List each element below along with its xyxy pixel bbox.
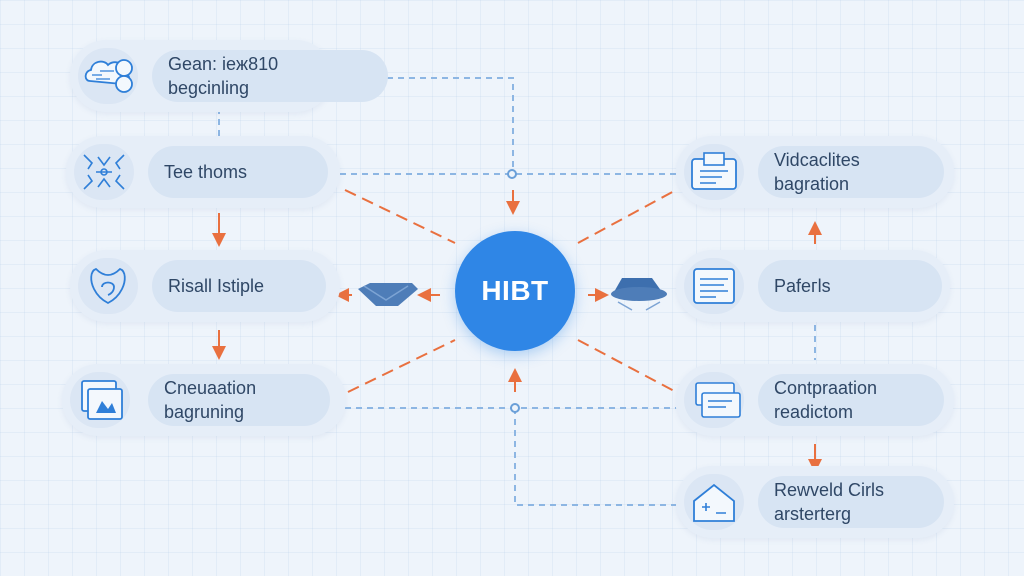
text-document-icon <box>684 258 744 314</box>
hub-label: HIBT <box>481 275 549 306</box>
right-node-2-line1: Pаfeгls <box>774 276 831 296</box>
left-node-1-line1: Gean: ieж810 <box>168 54 279 74</box>
right-node-3-line2: readictom <box>774 402 854 422</box>
diagonal-top-right <box>577 189 677 244</box>
hub-node[interactable]: HIBT <box>455 231 575 351</box>
right-node-3-label: Contpraation readictom <box>758 374 944 426</box>
left-node-2-label: Tee thoms <box>148 146 328 198</box>
right-node-3[interactable]: Contpraation readictom <box>676 364 954 436</box>
diagonal-bottom-left <box>347 339 456 393</box>
diagonal-bottom-right <box>577 339 677 393</box>
stacked-cards-icon <box>684 372 744 428</box>
shield-outline-icon <box>78 258 138 314</box>
left-node-4-label: Cneuaation bagruning <box>148 374 330 426</box>
right-node-1-line1: Vidcaclites <box>774 150 860 170</box>
connector-bottom-loop <box>514 408 676 506</box>
right-node-4-label: Rewveld Cirls arsterterg <box>758 476 944 528</box>
left-gem-icon <box>358 283 418 306</box>
right-node-4-line2: arsterterg <box>774 504 852 524</box>
left-node-3-label: Risall Istiple <box>152 260 326 312</box>
right-node-4-line1: Rewveld Cirls <box>774 480 885 500</box>
left-node-2[interactable]: Tee thoms <box>66 136 340 208</box>
diagonal-top-left <box>344 189 456 244</box>
right-node-2-label: Pаfeгls <box>758 260 942 312</box>
circuit-pattern-icon <box>74 144 134 200</box>
left-node-4-line1: Cneuaation <box>164 378 257 398</box>
right-hat-icon <box>611 278 667 311</box>
right-node-1-label: Vidcaclites bagration <box>758 146 944 198</box>
layered-document-icon <box>70 372 130 428</box>
junction-dot-bottom <box>510 403 520 413</box>
left-node-1[interactable]: Gean: ieж810 begcinling <box>70 40 388 112</box>
left-node-4[interactable]: Cneuaation bagruning <box>62 364 346 436</box>
left-node-4-line2: bagruning <box>164 402 245 422</box>
house-outline-icon <box>684 474 744 530</box>
right-node-3-line1: Contpraation <box>774 378 878 398</box>
left-node-1-line2: begcinling <box>168 78 250 98</box>
right-node-2[interactable]: Pаfeгls <box>676 250 950 322</box>
right-node-1-line2: bagration <box>774 174 850 194</box>
junction-dot-top <box>507 169 517 179</box>
right-node-1[interactable]: Vidcaclites bagration <box>676 136 954 208</box>
document-list-icon <box>684 144 744 200</box>
connector-top-left <box>332 77 514 174</box>
right-node-4[interactable]: Rewveld Cirls arsterterg <box>676 466 954 538</box>
cloud-network-icon <box>78 48 138 104</box>
left-node-1-label: Gean: ieж810 begcinling <box>152 50 388 102</box>
left-node-3[interactable]: Risall Istiple <box>70 250 340 322</box>
left-node-3-line1: Risall Istiple <box>168 276 265 296</box>
left-node-2-line1: Tee thoms <box>164 162 248 182</box>
